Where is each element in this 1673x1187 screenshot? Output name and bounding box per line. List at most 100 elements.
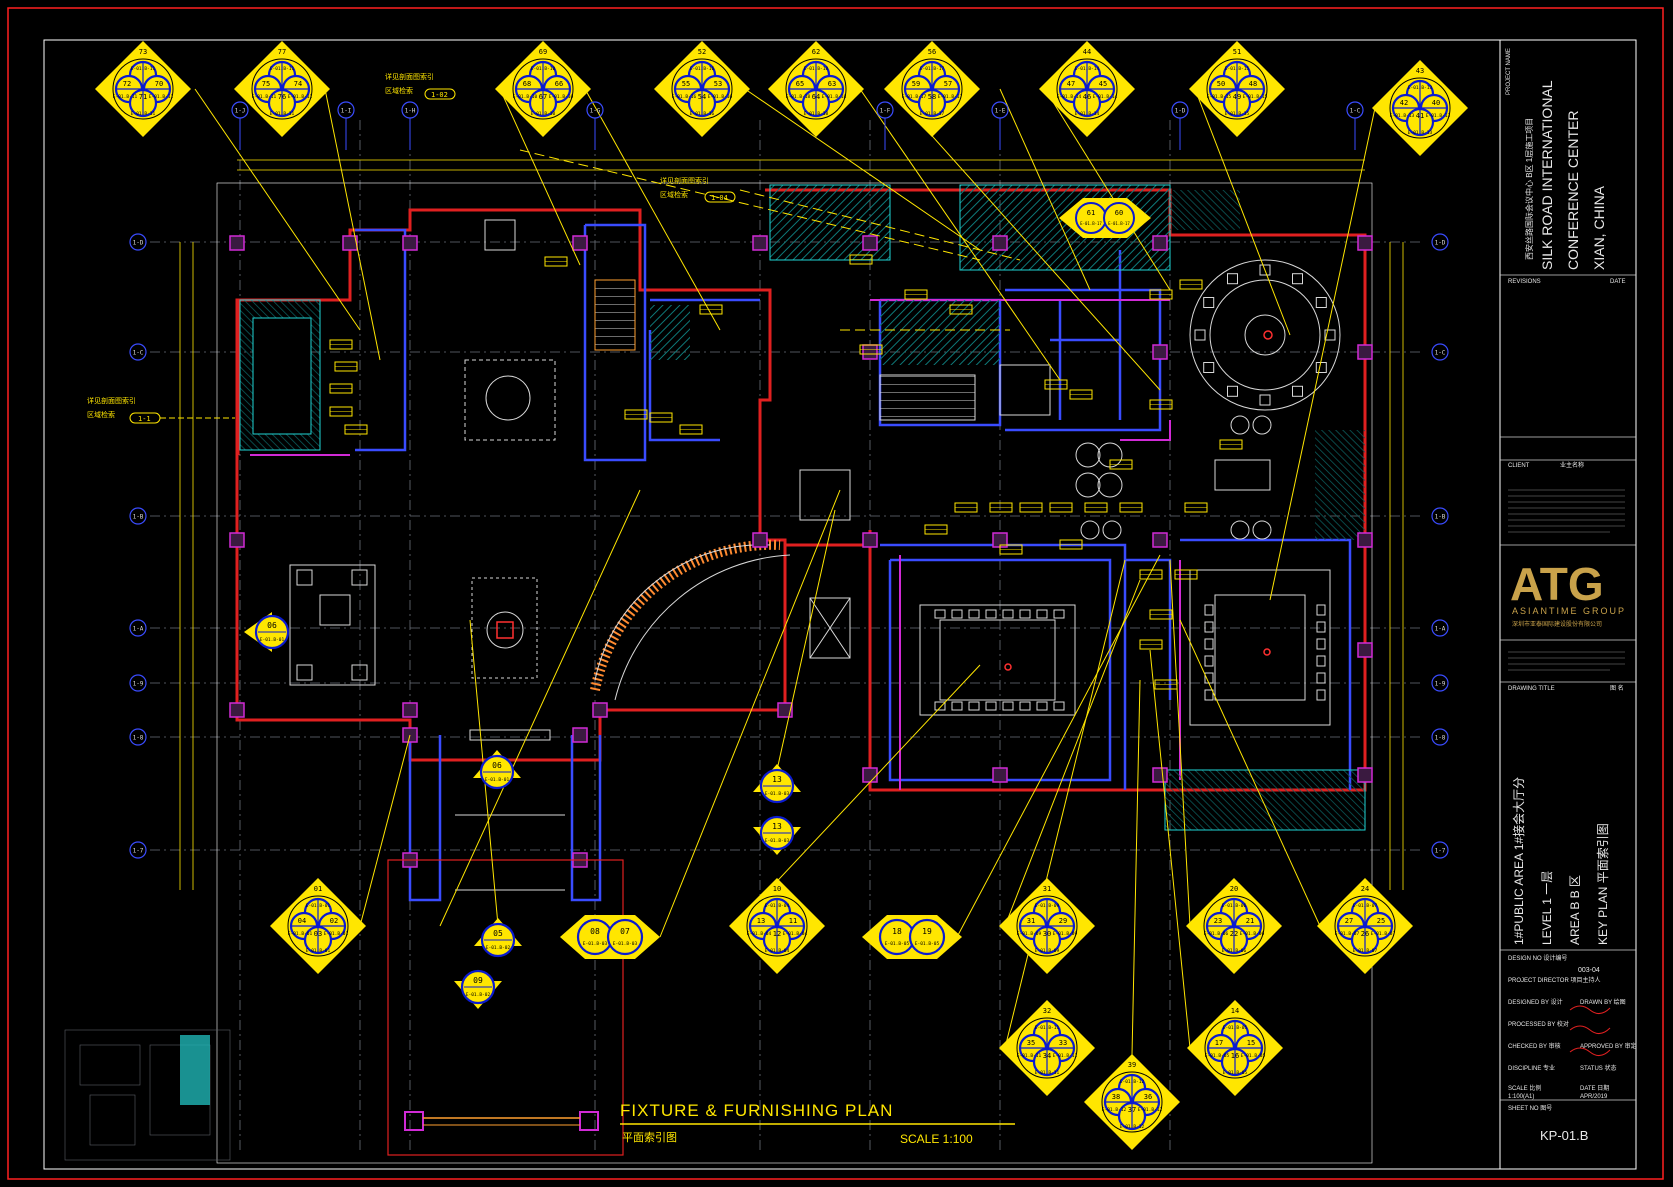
callout-number-bottom: 16 [1231, 1052, 1239, 1060]
callout-ring [1334, 895, 1396, 957]
callout-number-right: 48 [1249, 80, 1257, 88]
pair-circle [606, 918, 644, 956]
callout-ref: E-01.B-04 [747, 931, 772, 937]
callout-number-right: 57 [944, 80, 952, 88]
chair [1002, 609, 1014, 619]
chair [1316, 638, 1326, 650]
grid-label-left: 1-C [133, 350, 144, 357]
section-callout: 09E-01.B-02 [454, 969, 502, 1009]
grid-bubble-right [1431, 841, 1449, 859]
chair [1259, 264, 1271, 276]
leader-line [1004, 559, 1126, 1049]
callout-ref: E-01.B-03 [765, 838, 790, 844]
grid-label-right: 1-D [1435, 240, 1446, 247]
callout-ring [901, 58, 963, 120]
callout-number-left: 04 [298, 917, 306, 925]
callout-ref: E-01.B-17 [938, 94, 963, 100]
chair [968, 701, 980, 711]
callout-number-right: 70 [155, 80, 163, 88]
callout-ref: E-01.B-12 [1102, 1107, 1127, 1113]
callout-ref: E-01.B-13 [1426, 113, 1451, 119]
callout-number-right: 11 [789, 917, 797, 925]
grid-bubble-right [1431, 619, 1449, 637]
chair [934, 701, 946, 711]
callout-ref: E-01.B-06 [1240, 931, 1265, 937]
structural-column [229, 532, 245, 548]
callout-ref: E-01.B-14 [1093, 94, 1118, 100]
structural-column [752, 235, 768, 251]
leader-line [744, 88, 981, 251]
chair [1316, 689, 1326, 701]
callout-number-top: 77 [278, 48, 286, 56]
callout-number-bottom: 46 [1083, 93, 1091, 101]
callout-ref: E-01.B-17 [902, 94, 927, 100]
callout-ref: E-01.B-04 [765, 948, 790, 954]
callout-number-left: 68 [523, 80, 531, 88]
chair [951, 701, 963, 711]
callout-ref: E-01.B-02 [466, 992, 491, 998]
chair [1316, 604, 1326, 616]
chair [1002, 701, 1014, 711]
structural-column [342, 235, 358, 251]
section-tag-1: 1-1 [138, 415, 151, 423]
note-6: 区域检索 [660, 190, 688, 199]
callout-number: 13 [772, 775, 782, 784]
callout-ref: E-01.B-11 [1035, 1025, 1060, 1031]
chair [1036, 701, 1048, 711]
pair-number-left: 18 [892, 927, 902, 936]
callout-number-right: 40 [1432, 99, 1440, 107]
director-label: PROJECT DIRECTOR 项目主持人 [1508, 976, 1600, 984]
callout-ring [1203, 895, 1265, 957]
pair-number-right: 19 [922, 927, 932, 936]
callout-ref: E-01.B-07 [1371, 931, 1396, 937]
callout-number-bottom: 22 [1230, 930, 1238, 938]
callout-number-left: 59 [912, 80, 920, 88]
sheet-label: SHEET NO 图号 [1508, 1105, 1552, 1112]
drawing-title-block: FIXTURE & FURNISHING PLAN 平面索引图 SCALE 1:… [620, 1101, 1015, 1146]
callout-ref: E-01.B-01 [260, 637, 285, 643]
leader-line [1044, 88, 1171, 291]
callout-ref: E-01.B-12 [1138, 1107, 1163, 1113]
callout-number-top: 56 [928, 48, 936, 56]
company-logo: ATG [1510, 558, 1604, 610]
chair [1036, 609, 1048, 619]
callout-ref: E-01.B-12 [1120, 1124, 1145, 1130]
leader-line [659, 489, 841, 938]
grid-label-right: 1-A [1435, 626, 1446, 633]
callout-ref: E-01.B-16 [690, 66, 715, 72]
callout-ring [1389, 77, 1451, 139]
company-cn: 深圳市亚泰国际建设股份有限公司 [1512, 620, 1602, 628]
callout-ref: E-01.B-09 [1035, 903, 1060, 909]
callout-number-left: 65 [796, 80, 804, 88]
callout-number-top: 32 [1043, 1007, 1051, 1015]
structural-column [229, 235, 245, 251]
callout-ref: E-01.B-16 [690, 111, 715, 117]
client-label: CLIENT [1508, 463, 1530, 469]
callout-ref: E-01.B-03 [765, 791, 790, 797]
callout-number-right: 53 [714, 80, 722, 88]
pair-circle [1103, 202, 1135, 234]
grid-label-top: 1-J [235, 108, 246, 115]
pair-number-left: 08 [590, 927, 600, 936]
callout-ref: E-01.B-06 [1222, 903, 1247, 909]
callout-number: 05 [493, 929, 503, 938]
callout-number-top: 39 [1128, 1061, 1136, 1069]
grid-label-right: 1-8 [1435, 735, 1446, 742]
callout-number-right: 02 [330, 917, 338, 925]
leader-line-dashed [739, 189, 1021, 261]
callout-number-top: 44 [1083, 48, 1091, 56]
callout-ref: E-01.B-05 [1223, 1025, 1248, 1031]
inner-frame [43, 39, 1637, 1170]
leader-line [359, 734, 411, 927]
area-line-2: LEVEL 1 一层 [1540, 871, 1554, 945]
structural-column [1357, 344, 1373, 360]
callout-ring [251, 58, 313, 120]
